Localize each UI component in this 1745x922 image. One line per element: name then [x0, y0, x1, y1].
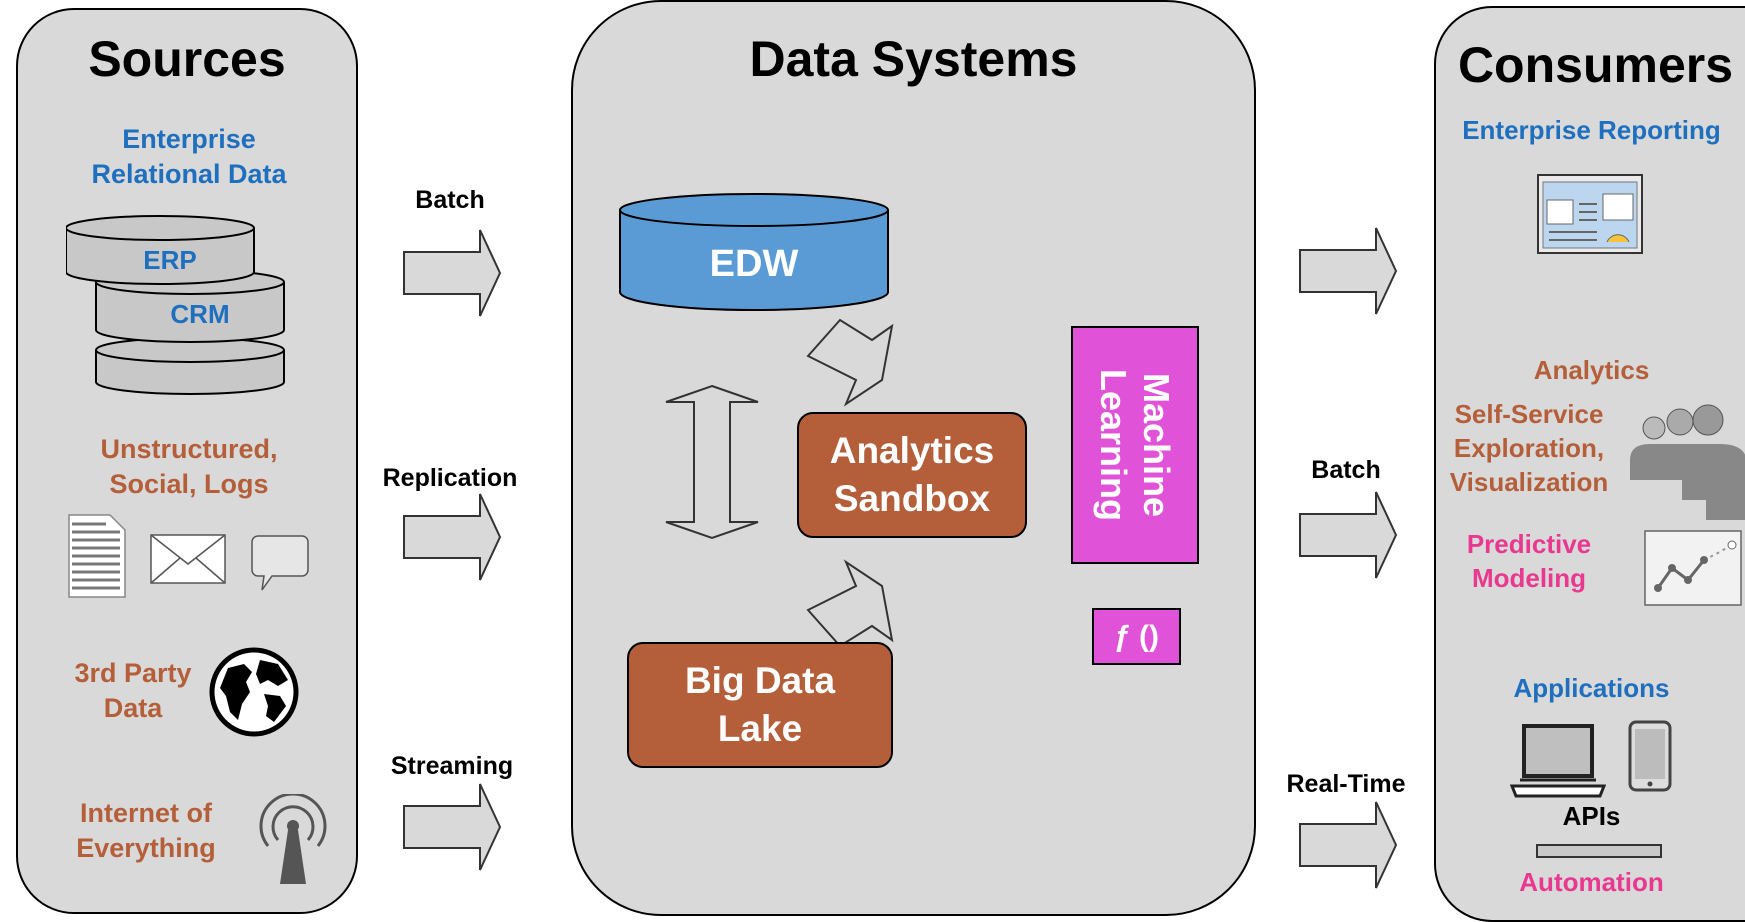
automation-label: Automation — [1519, 867, 1664, 897]
big-data-lake-box: Big Data Lake — [627, 642, 893, 768]
arrow-out-reporting-icon — [1299, 227, 1398, 315]
line-chart-icon — [1644, 530, 1742, 606]
enterprise-label-line1: Enterprise — [122, 124, 256, 154]
edw-cylinder-icon — [619, 193, 889, 311]
analytics-sandbox-box: Analytics Sandbox — [797, 412, 1027, 538]
smartphone-icon — [1628, 720, 1672, 792]
machine-learning-box: Machine Learning — [1071, 326, 1199, 564]
analytics-heading: Analytics — [1533, 355, 1650, 385]
flow-in-batch-label: Batch — [415, 186, 485, 214]
sandbox-line1: Analytics — [829, 429, 995, 471]
speech-bubble-icon — [251, 535, 309, 591]
predictive-line1: Predictive — [1466, 529, 1592, 559]
ml-line2: Learning — [1093, 368, 1134, 522]
arrow-in-streaming-icon — [403, 783, 502, 871]
database-stack-icon — [66, 215, 285, 395]
self-service-label: Self-Service Exploration, Visualization — [1444, 398, 1614, 499]
ioe-line2: Everything — [76, 833, 216, 864]
flow-in-replication-label: Replication — [382, 464, 518, 492]
document-icon — [68, 514, 126, 598]
sandbox-line2: Sandbox — [833, 478, 991, 519]
lake-line1: Big Data — [684, 659, 836, 701]
arrow-in-batch-icon — [403, 229, 502, 317]
arrow-out-realtime-icon — [1299, 801, 1398, 889]
function-box: ƒ () — [1092, 608, 1181, 665]
unstructured-label: Unstructured, Social, Logs — [18, 432, 360, 502]
third-party-line1: 3rd Party — [74, 658, 192, 688]
enterprise-relational-label: Enterprise Relational Data — [18, 122, 360, 192]
predictive-line2: Modeling — [1471, 562, 1587, 593]
double-arrow-vertical-icon — [665, 384, 759, 540]
self-service-line3: Visualization — [1449, 466, 1609, 497]
arrow-out-batch-icon — [1299, 491, 1398, 579]
edw-label: EDW — [709, 243, 799, 285]
ml-line1: Machine — [1136, 372, 1178, 518]
arrow-in-replication-icon — [403, 493, 502, 581]
self-service-line2: Exploration, — [1453, 432, 1605, 463]
unstructured-line2: Social, Logs — [109, 469, 269, 500]
lake-line2: Lake — [717, 708, 803, 749]
report-dashboard-icon — [1537, 174, 1643, 254]
sources-panel: Sources Enterprise Relational Data ERP C… — [16, 8, 358, 914]
ioe-label: Internet of Everything — [66, 796, 226, 866]
consumers-panel: Consumers Enterprise Reporting Analytics… — [1434, 6, 1745, 922]
db-erp-label: ERP — [143, 245, 197, 275]
flow-in-streaming-label: Streaming — [390, 752, 514, 780]
predictive-label: Predictive Modeling — [1444, 528, 1614, 596]
function-label: ƒ () — [1114, 619, 1159, 653]
applications-heading: Applications — [1513, 673, 1670, 703]
flow-out-realtime-label: Real-Time — [1286, 770, 1406, 798]
people-group-icon — [1630, 404, 1745, 520]
apis-label: APIs — [1562, 801, 1621, 831]
ioe-line1: Internet of — [80, 798, 212, 828]
envelope-icon — [150, 534, 226, 584]
broadcast-tower-icon — [259, 794, 327, 884]
unstructured-line1: Unstructured, — [100, 434, 278, 464]
arrow-edw-to-sandbox-icon — [806, 318, 894, 407]
consumers-title: Consumers — [1457, 37, 1734, 93]
third-party-label: 3rd Party Data — [68, 656, 198, 726]
third-party-line2: Data — [103, 693, 163, 724]
arrow-lake-to-sandbox-icon — [806, 559, 894, 648]
api-bar-icon — [1536, 844, 1662, 858]
flow-out-batch-label: Batch — [1311, 456, 1381, 484]
laptop-icon — [1510, 724, 1606, 798]
globe-icon — [209, 647, 299, 737]
db-crm-label: CRM — [170, 299, 230, 329]
enterprise-reporting-label: Enterprise Reporting — [1462, 115, 1721, 145]
self-service-line1: Self-Service — [1454, 399, 1604, 429]
sources-title: Sources — [88, 31, 286, 87]
data-systems-title: Data Systems — [749, 31, 1078, 87]
enterprise-label-line2: Relational Data — [91, 159, 287, 190]
